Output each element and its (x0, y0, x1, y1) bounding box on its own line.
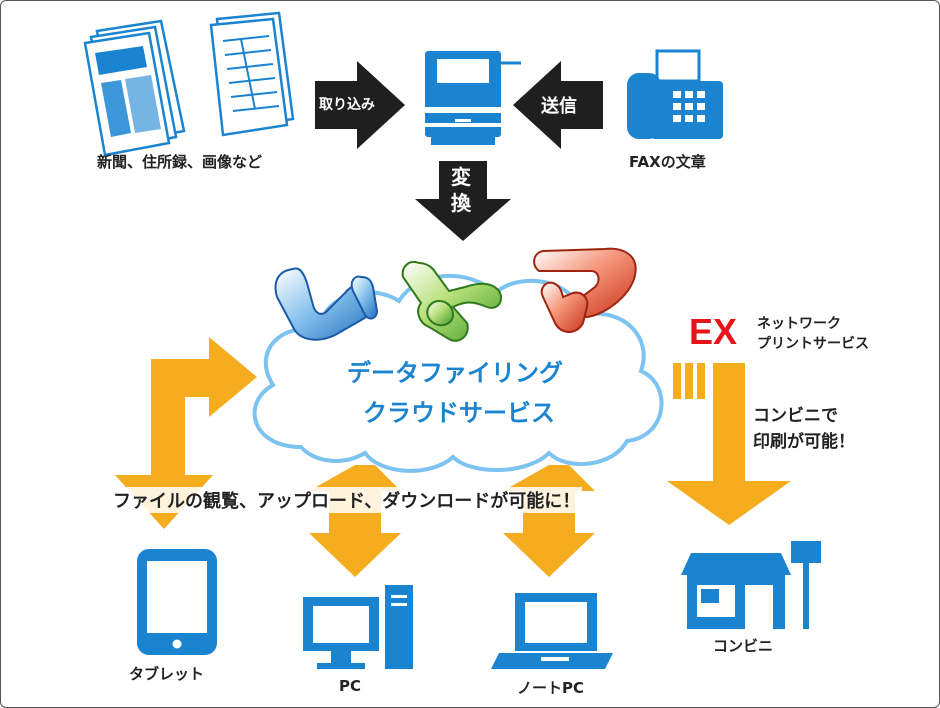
send-arrow (513, 61, 603, 149)
import-label: 取り込み (319, 97, 375, 113)
notebook-icon (491, 593, 613, 669)
fax-label: FAXの文章 (629, 153, 706, 171)
newspaper-icon (83, 19, 186, 157)
tablet-sync-arrow (115, 337, 257, 529)
pc-sync-arrow (309, 465, 401, 577)
notebook-label: ノートPC (517, 679, 585, 697)
fax-icon (627, 49, 723, 139)
convenience-print-line1: コンビニで (753, 406, 838, 426)
tablet-label: タブレット (129, 665, 205, 683)
send-label: 送信 (541, 96, 577, 117)
store-label: コンビニ (713, 637, 774, 655)
notebook-sync-arrow (503, 465, 595, 577)
print-arrow (667, 363, 791, 525)
convert-label-1: 変 (451, 165, 471, 189)
service-name-line2: クラウドサービス (363, 399, 555, 427)
pc-label: PC (339, 677, 362, 695)
network-label-line2: プリントサービス (757, 336, 869, 352)
pc-icon (303, 585, 413, 669)
convenience-print-line2: 印刷が可能！ (753, 432, 855, 452)
scanner-icon (425, 51, 521, 145)
service-logo (274, 247, 637, 342)
documents-label: 新聞、住所録、画像など (97, 153, 263, 171)
convert-label-2: 換 (451, 191, 471, 215)
tablet-icon (137, 549, 217, 655)
document-form-icon (209, 11, 295, 137)
ex-badge: EX (689, 311, 738, 352)
service-name-line1: データファイリング (347, 359, 563, 387)
import-arrow (315, 61, 405, 149)
access-banner: ファイルの観覧、アップロード、ダウンロードが可能に！ (111, 487, 583, 513)
network-label-line1: ネットワーク (757, 316, 841, 332)
store-icon (681, 541, 821, 629)
convert-arrow (415, 161, 511, 241)
